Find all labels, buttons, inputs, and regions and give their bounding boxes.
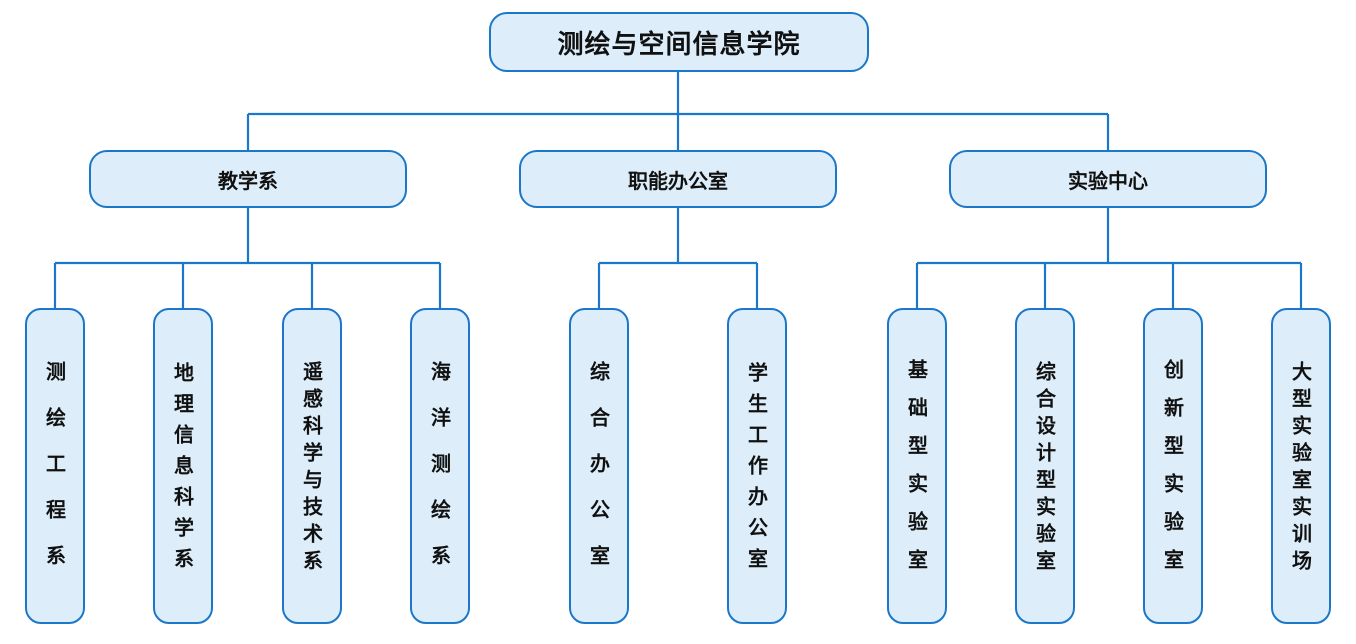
node-leaf: 遥感科学与技术系 bbox=[282, 308, 342, 624]
node-group-office: 职能办公室 bbox=[519, 150, 837, 208]
node-leaf: 测绘工程系 bbox=[25, 308, 85, 624]
node-leaf: 综合设计型实验室 bbox=[1015, 308, 1075, 624]
node-leaf: 综合办公室 bbox=[569, 308, 629, 624]
node-leaf: 海洋测绘系 bbox=[410, 308, 470, 624]
node-group-teaching: 教学系 bbox=[89, 150, 407, 208]
node-leaf: 学生工作办公室 bbox=[727, 308, 787, 624]
node-root: 测绘与空间信息学院 bbox=[489, 12, 869, 72]
node-leaf: 创新型实验室 bbox=[1143, 308, 1203, 624]
node-leaf: 地理信息科学系 bbox=[153, 308, 213, 624]
node-leaf: 基础型实验室 bbox=[887, 308, 947, 624]
node-leaf: 大型实验室实训场 bbox=[1271, 308, 1331, 624]
node-group-lab: 实验中心 bbox=[949, 150, 1267, 208]
